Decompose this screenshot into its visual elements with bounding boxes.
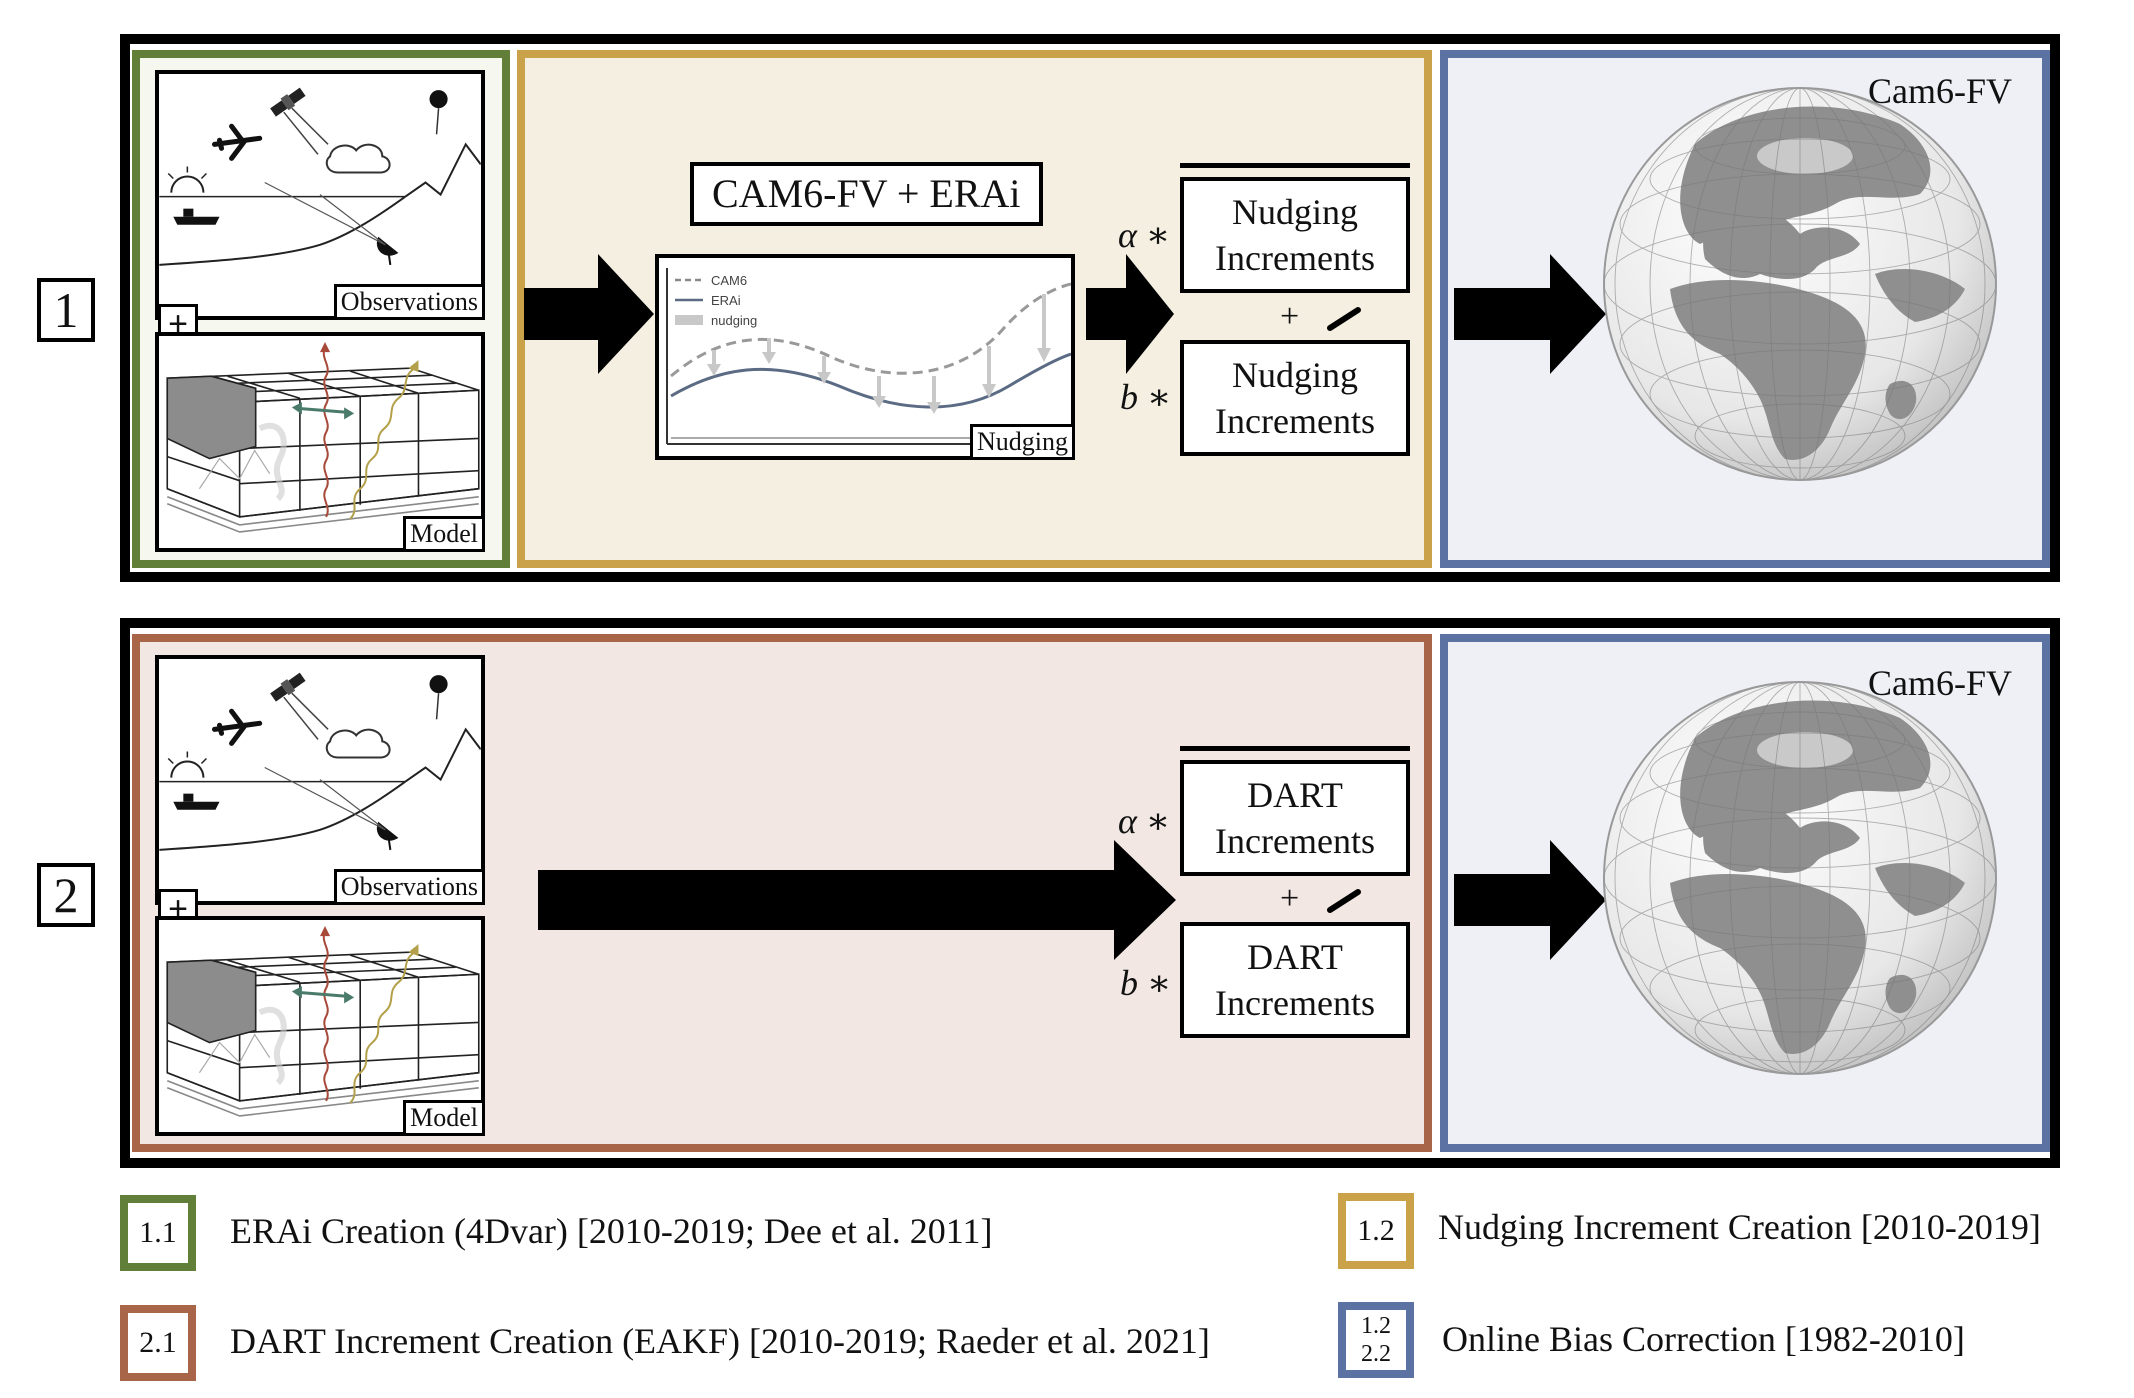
- divide-slash-1: [1327, 307, 1361, 331]
- nudging-title: CAM6-FV + ERAi: [690, 162, 1043, 226]
- increment-line-2: Increments: [1215, 983, 1375, 1023]
- arrow-to-increments-1: [1086, 254, 1174, 374]
- model-grid-illustration: [159, 922, 481, 1128]
- row-2-label: 2: [37, 863, 95, 927]
- arrow-to-globe-1: [1454, 254, 1606, 374]
- model-grid-illustration: [159, 338, 481, 544]
- legend-box-2-1: 2.1: [120, 1305, 196, 1381]
- arrow-to-plot: [524, 254, 654, 374]
- legend-nudging: nudging: [711, 313, 757, 328]
- model-label-1: Cam6-FV: [1868, 71, 2012, 111]
- plus-operator-1: +: [1280, 298, 1300, 335]
- legend-text-2-1: DART Increment Creation (EAKF) [2010-201…: [230, 1321, 1210, 1361]
- coefficient-b-2: b ∗: [1120, 963, 1172, 1003]
- divide-slash-2: [1327, 889, 1361, 913]
- model-tag: Model: [403, 1100, 485, 1136]
- dart-increments-a: DART Increments: [1180, 760, 1410, 876]
- model-sketch-1: Model: [155, 332, 485, 552]
- legend-text-online: Online Bias Correction [1982-2010]: [1442, 1319, 1965, 1359]
- dart-increments-b: DART Increments: [1180, 922, 1410, 1038]
- observations-sketch-1: Observations: [155, 70, 485, 320]
- legend-code-line-2: 2.2: [1361, 1341, 1391, 1367]
- increment-line-1: DART: [1247, 937, 1343, 977]
- increment-line-1: Nudging: [1232, 355, 1358, 395]
- nudging-plot: CAM6 ERAi nudging Nudging: [655, 254, 1075, 460]
- legend-box-1-2: 1.2: [1338, 1193, 1414, 1269]
- coefficient-b-1: b ∗: [1120, 377, 1172, 417]
- row-1-label: 1: [37, 278, 95, 342]
- observations-tag: Observations: [333, 284, 485, 320]
- globe-icon: [1600, 678, 2000, 1078]
- coefficient-alpha-2: α ∗: [1118, 801, 1171, 841]
- observations-sketch-2: Observations: [155, 655, 485, 905]
- model-label-2: Cam6-FV: [1868, 663, 2012, 703]
- globe-icon: [1600, 84, 2000, 484]
- plus-operator-2: +: [1280, 880, 1300, 917]
- legend-text-1-1: ERAi Creation (4Dvar) [2010-2019; Dee et…: [230, 1211, 993, 1251]
- increment-overbar-1: [1180, 163, 1410, 168]
- model-tag: Model: [403, 516, 485, 552]
- increment-line-2: Increments: [1215, 821, 1375, 861]
- legend-box-online: 1.2 2.2: [1338, 1302, 1414, 1378]
- increment-line-1: Nudging: [1232, 192, 1358, 232]
- long-arrow-to-increments-2: [538, 840, 1176, 960]
- observations-tag: Observations: [333, 869, 485, 905]
- legend-code-line-1: 1.2: [1361, 1313, 1391, 1339]
- observations-illustration: [159, 74, 481, 280]
- observations-illustration: [159, 659, 481, 865]
- model-sketch-2: Model: [155, 916, 485, 1136]
- nudging-plot-tag: Nudging: [970, 424, 1075, 460]
- legend-text-1-2: Nudging Increment Creation [2010-2019]: [1438, 1207, 2041, 1247]
- increment-line-1: DART: [1247, 775, 1343, 815]
- increment-line-2: Increments: [1215, 238, 1375, 278]
- legend-cam6: CAM6: [711, 273, 747, 288]
- increment-line-2: Increments: [1215, 401, 1375, 441]
- nudging-increments-b: Nudging Increments: [1180, 340, 1410, 456]
- legend-box-1-1: 1.1: [120, 1195, 196, 1271]
- arrow-to-globe-2: [1454, 840, 1606, 960]
- legend-erai: ERAi: [711, 293, 741, 308]
- coefficient-alpha-1: α ∗: [1118, 215, 1171, 255]
- nudging-increments-a: Nudging Increments: [1180, 177, 1410, 293]
- increment-overbar-2: [1180, 746, 1410, 751]
